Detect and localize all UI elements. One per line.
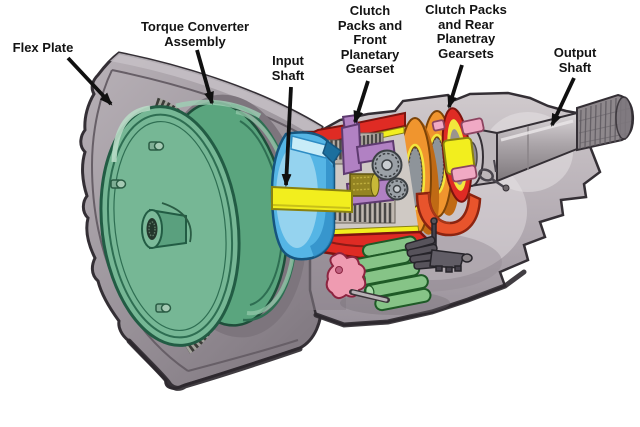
- planetary-gears: [371, 149, 409, 201]
- retainer-clip: [478, 159, 510, 192]
- case-bottom-edge: [313, 269, 527, 328]
- bracket-body: [325, 252, 367, 299]
- parking-pawl-assembly: [404, 217, 473, 273]
- arrow-output-shaft: [550, 77, 576, 127]
- leader-arrows: [66, 49, 576, 187]
- pink-thrust-blocks: [431, 117, 485, 183]
- label-front-gearset: Clutch Packs and Front Planetary Gearset: [337, 3, 403, 76]
- arrow-torque-converter: [195, 49, 214, 105]
- arrow-front-gearset: [353, 80, 370, 124]
- bell-housing-top-highlight: [110, 53, 322, 137]
- flex-plate: [99, 97, 241, 354]
- bracket-pin: [351, 290, 388, 302]
- rear-shell-inner-line: [428, 192, 451, 224]
- bracket-hole: [335, 266, 343, 274]
- label-torque-converter: Torque Converter Assembly: [140, 19, 250, 49]
- label-input-shaft: Input Shaft: [271, 53, 305, 83]
- bell-housing-bottom-edge: [126, 338, 303, 391]
- pink-block-small: [431, 119, 446, 132]
- arrow-flex-plate: [66, 56, 113, 106]
- arrow-input-shaft: [281, 86, 293, 187]
- hub-bore: [146, 218, 158, 240]
- pump-drum-wall-shade: [310, 156, 334, 257]
- arrow-rear-gearsets: [447, 64, 464, 109]
- converter-top-highlight: [175, 99, 262, 119]
- pawl-nub: [461, 253, 473, 263]
- pink-block-mid: [450, 164, 478, 183]
- pawl-rod-knob: [430, 217, 438, 225]
- pump-drum-notch: [322, 139, 343, 165]
- pawl-teeth: [435, 265, 462, 273]
- shaft-tip-face: [615, 96, 633, 140]
- flex-plate-stud-bottom: [155, 303, 172, 313]
- flex-plate-highlight: [111, 105, 151, 163]
- label-rear-gearsets: Clutch Packs and Rear Planetray Gearsets: [425, 2, 507, 61]
- governor-bracket: [325, 252, 390, 303]
- flex-plate-rim-line-1: [106, 113, 234, 339]
- label-output-shaft: Output Shaft: [553, 45, 597, 75]
- flex-plate-stud-left: [110, 179, 127, 189]
- flex-plate-hub: [141, 202, 192, 250]
- flex-plate-rim-line-2: [113, 120, 227, 332]
- label-flex-plate: Flex Plate: [12, 40, 74, 55]
- sun-gear-shaft: [349, 173, 380, 197]
- gear-train: [270, 107, 485, 261]
- hub-swoosh-line: [161, 202, 192, 243]
- pink-block-top: [460, 117, 485, 136]
- flex-plate-stud-top: [148, 141, 165, 151]
- input-shaft-shade: [272, 204, 351, 209]
